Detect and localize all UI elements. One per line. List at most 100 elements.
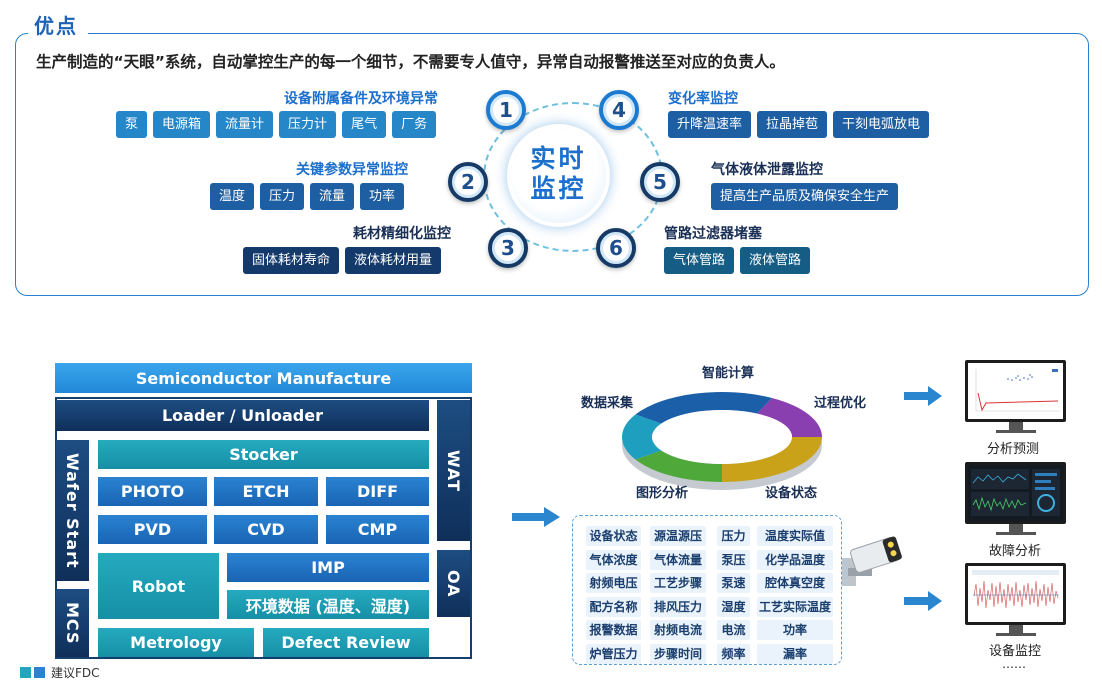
tag: 液体管路 xyxy=(740,247,811,274)
cycle-segment xyxy=(757,398,822,437)
prediction-plot-icon xyxy=(975,369,1060,412)
tag: 拉晶掉苞 xyxy=(757,111,828,138)
parameter-cell: 漏率 xyxy=(757,643,833,664)
parameter-cell: 排风压力 xyxy=(650,596,706,617)
wafer-start-block: Wafer Start xyxy=(56,440,89,581)
fault-dashboard-icon xyxy=(971,469,1060,516)
analysis-prediction-screen xyxy=(965,360,1066,422)
cycle-segment xyxy=(622,414,662,460)
tag: 干刻电弧放电 xyxy=(833,111,930,138)
oa-block: OA xyxy=(437,550,470,617)
parameter-cell: 源温源压 xyxy=(650,526,706,546)
arrow-right-icon xyxy=(904,591,942,611)
parameter-cell: 腔体真空度 xyxy=(757,573,833,593)
photo-block: PHOTO xyxy=(98,477,207,506)
parameter-cell: 压力 xyxy=(717,526,750,546)
number-5-badge: 5 xyxy=(640,162,680,202)
group-6-tags: 气体管路 液体管路 xyxy=(664,247,811,274)
center-line-1: 实时 xyxy=(530,144,587,173)
robot-block: Robot xyxy=(98,553,219,619)
parameter-cell: 配方名称 xyxy=(586,596,641,617)
group-6-title: 管路过滤器堵塞 xyxy=(664,226,762,242)
parameter-cell: 化学品温度 xyxy=(757,549,833,570)
tag: 尾气 xyxy=(342,111,387,138)
parameter-cell: 设备状态 xyxy=(586,526,641,546)
parameter-cell: 泵速 xyxy=(717,573,750,593)
output-analysis-prediction: 分析预测 xyxy=(987,442,1040,457)
equipment-monitoring-screen xyxy=(965,563,1066,625)
parameter-cell: 气体流量 xyxy=(650,549,706,570)
group-5-title: 气体液体泄露监控 xyxy=(711,162,823,178)
mcs-block: MCS xyxy=(56,589,89,657)
tag: 流量 xyxy=(310,183,355,210)
parameter-cell: 炉管压力 xyxy=(586,643,641,664)
tag: 升降温速率 xyxy=(668,111,752,138)
wat-block: WAT xyxy=(437,400,470,541)
tag: 固体耗材寿命 xyxy=(243,247,340,274)
parameter-cell: 电流 xyxy=(717,620,750,640)
etch-block: ETCH xyxy=(214,477,318,506)
group-2-title: 关键参数异常监控 xyxy=(296,162,408,178)
legend-swatch-blue xyxy=(34,667,45,678)
group-4-title: 变化率监控 xyxy=(668,91,738,107)
group-1-title: 设备附属备件及环境异常 xyxy=(284,91,438,107)
group-3-title: 耗材精细化监控 xyxy=(353,226,451,242)
arrow-right-icon xyxy=(512,507,560,527)
camera-icon xyxy=(842,536,902,586)
tag: 压力 xyxy=(260,183,305,210)
center-line-2: 监控 xyxy=(530,174,587,203)
environment-data-block: 环境数据 (温度、湿度) xyxy=(227,590,429,619)
cycle-label-smart-compute: 智能计算 xyxy=(702,366,755,381)
cycle-label-equipment-status: 设备状态 xyxy=(765,486,818,501)
parameter-cell: 工艺步骤 xyxy=(650,573,706,593)
parameter-box xyxy=(572,515,842,665)
group-1-tags: 泵 电源箱 流量计 压力计 尾气 厂务 xyxy=(116,111,437,138)
output-equipment-monitoring: 设备监控 xyxy=(989,644,1042,659)
fault-analysis-screen xyxy=(965,462,1066,524)
tag: 厂务 xyxy=(392,111,437,138)
metrology-block: Metrology xyxy=(98,628,254,657)
tag: 提高生产品质及确保安全生产 xyxy=(711,183,899,210)
tag: 功率 xyxy=(360,183,405,210)
tag: 液体耗材用量 xyxy=(345,247,442,274)
cycle-ring xyxy=(622,392,822,490)
cmp-block: CMP xyxy=(326,515,429,544)
advantages-description: 生产制造的“天眼”系统，自动掌控生产的每一个细节，不需要专人值守，异常自动报警推… xyxy=(36,53,785,71)
advantages-panel xyxy=(15,33,1089,296)
parameter-cell: 报警数据 xyxy=(586,620,641,640)
legend-swatch-teal xyxy=(20,667,31,678)
parameter-cell: 气体浓度 xyxy=(586,549,641,570)
cycle-label-graph-analysis: 图形分析 xyxy=(636,486,689,501)
parameter-cell: 功率 xyxy=(757,620,833,640)
parameter-cell: 频率 xyxy=(717,643,750,664)
number-1-badge: 1 xyxy=(486,90,526,130)
parameter-cell: 射频电压 xyxy=(586,573,641,593)
tag: 气体管路 xyxy=(664,247,735,274)
legend: 建议FDC xyxy=(20,664,100,681)
cycle-ring-hole xyxy=(652,410,792,464)
advantages-title: 优点 xyxy=(28,12,88,40)
defect-review-block: Defect Review xyxy=(263,628,429,657)
diff-block: DIFF xyxy=(326,477,429,506)
semiconductor-manufacture-block: Semiconductor Manufacture xyxy=(55,363,472,393)
loader-unloader-block: Loader / Unloader xyxy=(56,400,429,431)
legend-label: 建议FDC xyxy=(51,666,100,680)
cycle-segment xyxy=(635,392,772,424)
parameter-cell: 温度实际值 xyxy=(757,526,833,546)
number-3-badge: 3 xyxy=(488,228,528,268)
cycle-segments xyxy=(622,392,822,490)
cycle-segment xyxy=(722,437,822,482)
arrow-right-icon xyxy=(904,386,942,406)
output-more: …… xyxy=(1002,657,1026,671)
number-2-badge: 2 xyxy=(448,162,488,202)
group-4-tags: 升降温速率 拉晶掉苞 干刻电弧放电 xyxy=(668,111,930,138)
parameter-cell: 泵压 xyxy=(717,549,750,570)
number-4-badge: 4 xyxy=(599,90,639,130)
stocker-block: Stocker xyxy=(98,440,429,469)
pvd-block: PVD xyxy=(98,515,207,544)
cvd-block: CVD xyxy=(214,515,318,544)
output-fault-analysis: 故障分析 xyxy=(989,544,1042,559)
tag: 电源箱 xyxy=(153,111,211,138)
imp-block: IMP xyxy=(227,553,429,582)
parameter-cell: 射频电流 xyxy=(650,620,706,640)
